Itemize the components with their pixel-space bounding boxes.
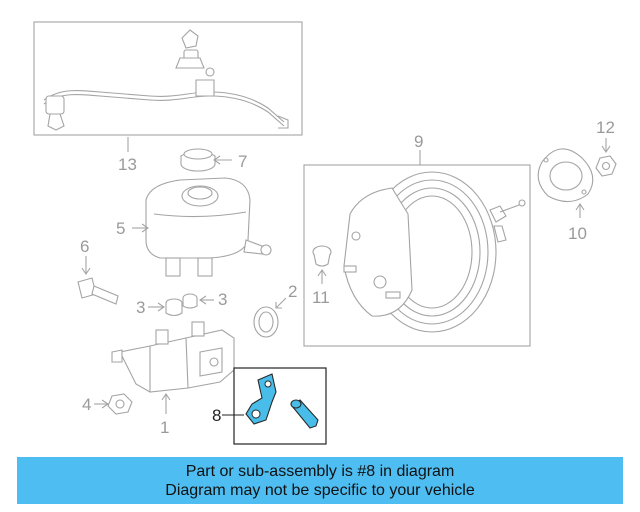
brake-booster-box bbox=[303, 164, 531, 347]
bolt-part-6: 6 bbox=[77, 237, 119, 305]
callout-1: 1 bbox=[160, 418, 169, 437]
callout-12: 12 bbox=[596, 118, 615, 137]
bracket-part-8-group: 8 bbox=[212, 367, 327, 445]
brake-booster-group: 9 bbox=[303, 132, 531, 347]
gasket-part-10: 10 bbox=[537, 148, 594, 243]
vacuum-hose-box bbox=[33, 21, 303, 136]
check-valve-part-11: 11 bbox=[312, 245, 332, 307]
vacuum-hose-group: 13 bbox=[33, 21, 303, 174]
callout-3-left: 3 bbox=[136, 298, 145, 317]
callout-10: 10 bbox=[568, 224, 587, 243]
callout-5: 5 bbox=[116, 219, 125, 238]
grommets-part-3: 3 3 bbox=[136, 290, 227, 317]
reservoir-part-5: 5 bbox=[116, 177, 272, 277]
info-banner: Part or sub-assembly is #8 in diagram Di… bbox=[17, 457, 623, 504]
reservoir-cap-part-7: 7 bbox=[180, 148, 247, 172]
callout-2: 2 bbox=[288, 282, 297, 301]
callout-3-right: 3 bbox=[218, 290, 227, 309]
nut-part-4: 4 bbox=[82, 393, 133, 415]
part-8-box bbox=[233, 367, 327, 445]
seal-part-2: 2 bbox=[253, 282, 297, 338]
parts-diagram: 13 7 5 6 3 bbox=[33, 21, 617, 445]
callout-6: 6 bbox=[80, 237, 89, 256]
callout-13: 13 bbox=[118, 155, 137, 174]
callout-11: 11 bbox=[312, 288, 330, 307]
banner-line-2: Diagram may not be specific to your vehi… bbox=[165, 481, 475, 499]
callout-7: 7 bbox=[238, 152, 247, 171]
callout-4: 4 bbox=[82, 395, 91, 414]
banner-line-1: Part or sub-assembly is #8 in diagram bbox=[185, 462, 455, 480]
callout-9: 9 bbox=[414, 132, 423, 151]
nut-part-12: 12 bbox=[595, 118, 617, 177]
callout-8: 8 bbox=[212, 406, 221, 425]
